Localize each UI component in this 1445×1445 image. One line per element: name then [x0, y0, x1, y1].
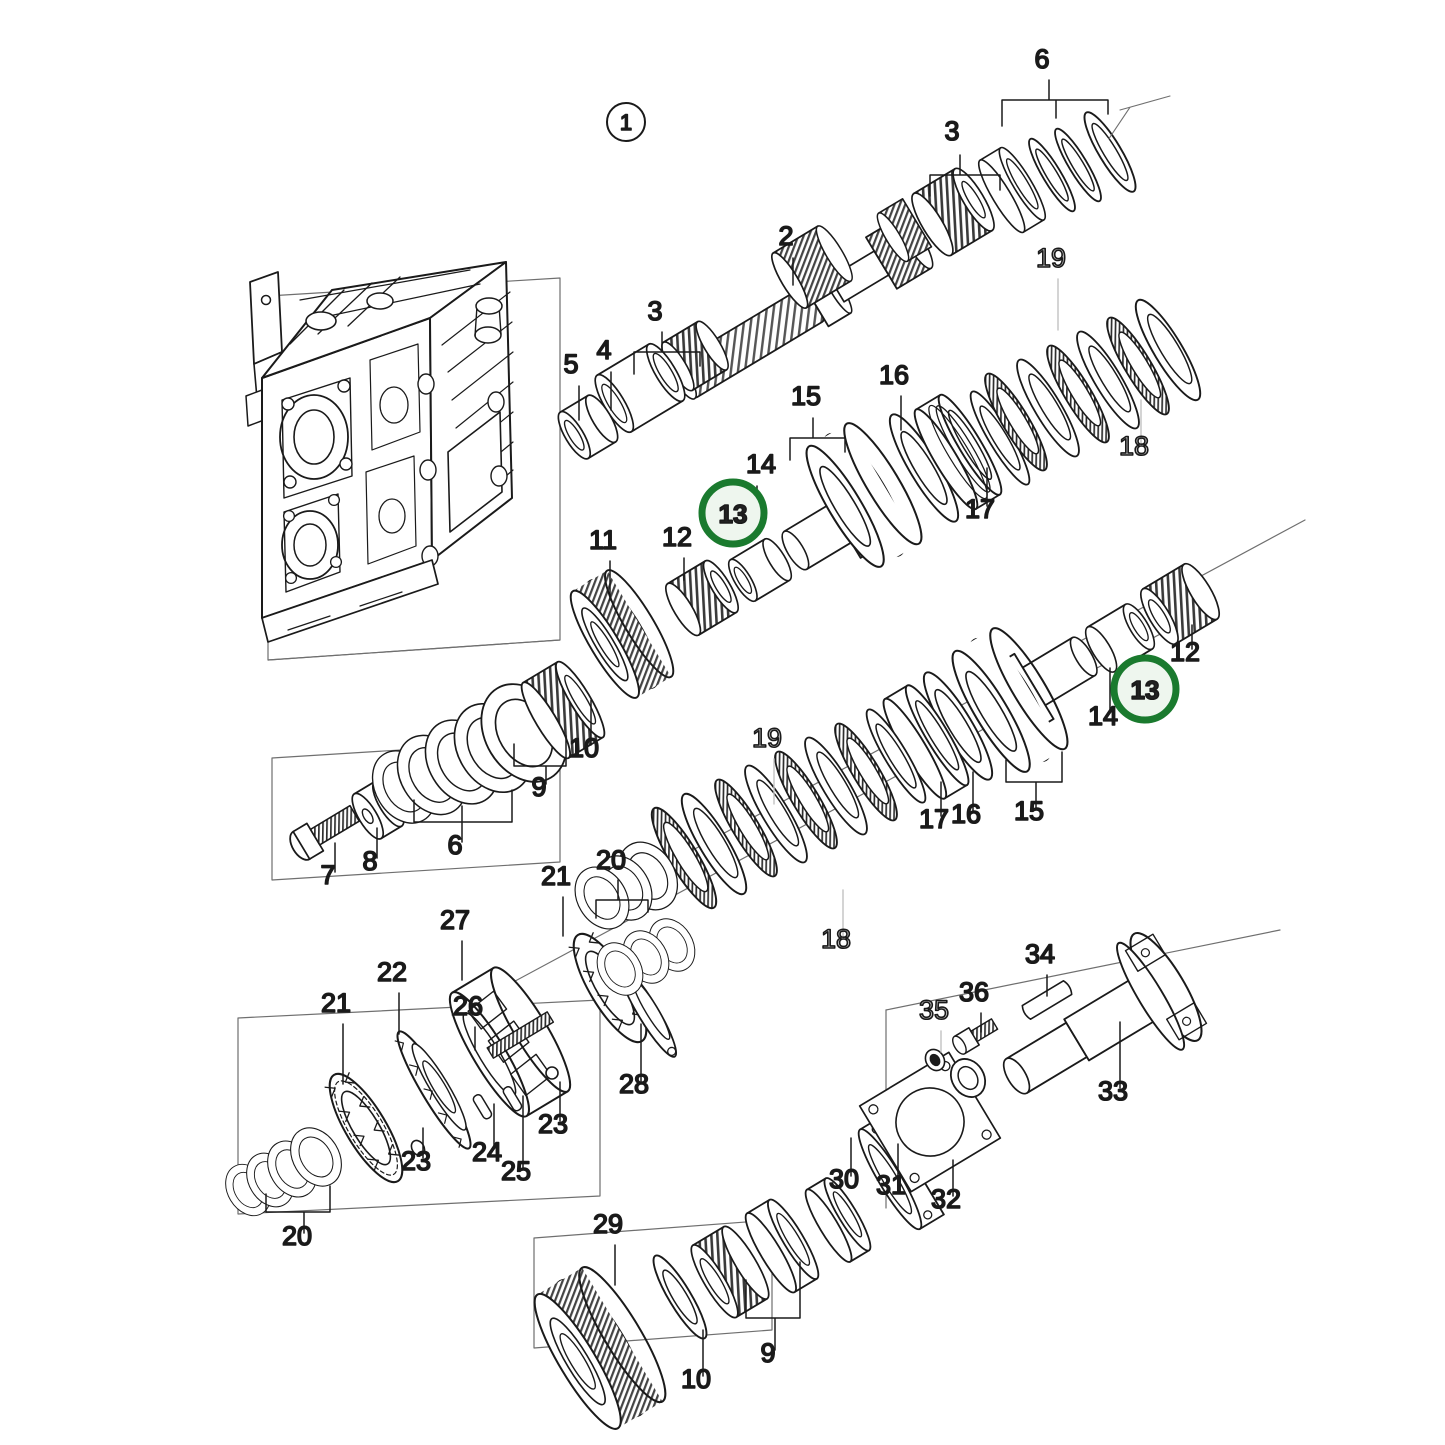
callout-number-21: 21 [541, 861, 571, 891]
callout-number-14: 14 [746, 449, 776, 479]
callout-number-9: 9 [760, 1338, 775, 1368]
output-gear-group [533, 1114, 945, 1430]
highlight-marker-13-lower[interactable]: 13 [1110, 654, 1180, 724]
callout-number-10: 10 [569, 733, 599, 763]
callout-number-25: 25 [501, 1156, 531, 1186]
callout-number-21: 21 [321, 988, 351, 1018]
callout-number-34: 34 [1025, 939, 1055, 969]
callout-number-7: 7 [320, 860, 335, 890]
input-shaft-group [557, 95, 1171, 460]
callout-number-16: 16 [951, 799, 981, 829]
callout-number-2: 2 [778, 221, 793, 251]
callout-number-36: 36 [959, 977, 989, 1007]
callout-number-8: 8 [362, 846, 377, 876]
callout-number-29: 29 [593, 1209, 623, 1239]
callout-number-22: 22 [377, 957, 407, 987]
callout-number-5: 5 [563, 349, 578, 379]
callout-number-20: 20 [282, 1221, 312, 1251]
callout-number-19: 19 [1036, 243, 1066, 273]
highlight-label-13-upper: 13 [719, 499, 748, 529]
callout-number-4: 4 [596, 335, 611, 365]
callout-number-6: 6 [447, 830, 462, 860]
differential-group [216, 909, 705, 1225]
gearbox-housing-drawing [245, 261, 514, 643]
highlight-marker-13-upper[interactable]: 13 [698, 478, 768, 548]
callout-number-17: 17 [919, 804, 949, 834]
callout-number-6: 6 [1034, 44, 1049, 74]
callout-number-3: 3 [944, 116, 959, 146]
lower-clutch-shaft-group [563, 562, 1220, 940]
callout-number-19: 19 [752, 723, 782, 753]
callout-number-12: 12 [1170, 637, 1200, 667]
callout-number-10: 10 [681, 1364, 711, 1394]
callout-number-30: 30 [829, 1164, 859, 1194]
callout-number-23: 23 [401, 1146, 431, 1176]
callout-number-11: 11 [589, 525, 617, 555]
callout-number-31: 31 [876, 1170, 906, 1200]
assembly-marker-1: 1 [606, 102, 646, 142]
shim-and-bolt-group [289, 660, 606, 861]
callout-number-35: 35 [919, 995, 949, 1025]
upper-clutch-shaft-group [569, 298, 1202, 699]
callout-number-15: 15 [791, 381, 821, 411]
callout-number-18: 18 [1119, 431, 1149, 461]
assembly-marker-label: 1 [620, 110, 632, 135]
callout-number-18: 18 [821, 924, 851, 954]
highlight-label-13-lower: 13 [1131, 675, 1160, 705]
callout-number-24: 24 [472, 1137, 502, 1167]
callout-number-32: 32 [931, 1184, 961, 1214]
callout-number-33: 33 [1098, 1076, 1128, 1106]
callout-number-28: 28 [619, 1069, 649, 1099]
callout-number-17: 17 [965, 494, 995, 524]
callout-number-15: 15 [1014, 796, 1044, 826]
output-shaft-group [858, 932, 1208, 1193]
callout-number-27: 27 [440, 905, 470, 935]
callout-number-16: 16 [879, 360, 909, 390]
callout-number-3: 3 [647, 296, 662, 326]
callout-number-23: 23 [538, 1109, 568, 1139]
callout-number-26: 26 [453, 991, 483, 1021]
callout-number-14: 14 [1088, 701, 1118, 731]
callout-number-9: 9 [531, 772, 546, 802]
callout-number-20: 20 [596, 845, 626, 875]
callout-number-12: 12 [662, 522, 692, 552]
